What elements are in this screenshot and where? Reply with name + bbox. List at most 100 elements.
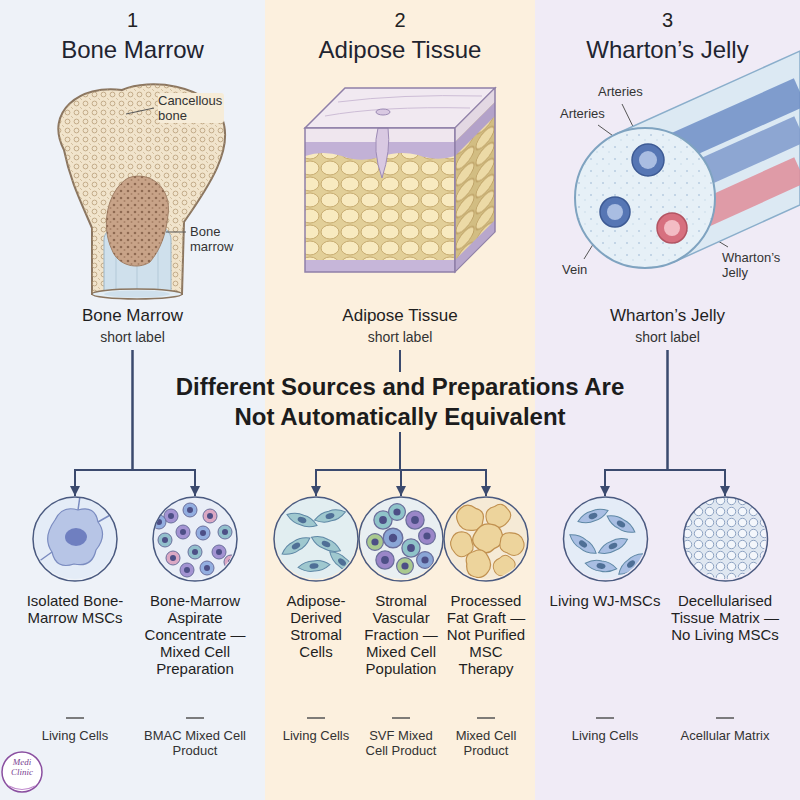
bone-figure [104,291,170,298]
umbilical-cord [576,129,714,267]
cell-art [359,496,443,580]
source-caption: Adipose Tissue [265,306,535,326]
source-panel: 2Adipose TissueAdipose Tissueshort label [265,0,535,350]
cell-art [615,550,646,578]
adipose-block [305,88,495,272]
umbilical-cord [600,197,630,227]
logo-badge [9,786,35,790]
cell-art [203,509,217,523]
cell-art [584,558,617,574]
source-heading: Wharton’s Jelly [535,36,800,64]
preparation-name: Adipose-Derived Stromal Cells [274,592,358,660]
bone-figure [58,84,225,294]
cell-art [313,507,347,525]
cell-art [402,539,420,557]
adipose-block [455,88,495,272]
cell-art [33,496,117,580]
cell-art [65,528,87,546]
divider-dash [716,717,734,719]
preparation-circle: Adipose-Derived Stromal CellsLiving Cell… [274,496,358,747]
divider-dash [66,717,84,719]
cell-art [417,552,434,569]
cell-art [389,504,406,521]
cell-art [152,496,238,580]
cell-art [376,551,394,569]
cell-art [367,534,384,551]
circle-outline [444,497,528,581]
circle-outline [548,496,663,582]
cell-art [274,496,358,580]
cell-art [683,496,767,580]
cell-art [309,533,342,556]
cell-art [196,526,210,540]
product-type: BMAC Mixed Cell Product [136,728,254,758]
preparation-name: Stromal Vascular Fraction — Mixed Cell P… [359,592,443,677]
bone-figure [106,176,168,266]
leader-line [126,108,154,114]
divider-dash [392,717,410,719]
adipose-block [455,102,495,156]
source-panel: 3Wharton’s JellyWharton’s Jellyshort lab… [535,0,800,350]
umbilical-cord [575,51,800,268]
bone-figure [106,176,168,266]
logo-badge [2,752,42,792]
cell-art [280,534,313,559]
cell-art [576,506,610,527]
part-label: Arteries [560,106,605,121]
cell-art [419,528,436,545]
umbilical-cord [632,144,664,176]
cell-art [397,558,414,575]
short-label: short label [0,329,265,346]
source-caption: Wharton’s Jelly [535,306,800,326]
short-label: short label [265,329,535,346]
adipose-block [305,128,455,272]
short-label: short label [535,329,800,346]
circle-outline [683,497,767,581]
adipose-block [455,88,495,272]
diagram-title: Different Sources and Preparations Are N… [160,372,640,432]
preparation-name: Living WJ-MSCs [548,592,663,609]
circle-outline [359,497,443,581]
cell-art [563,496,647,580]
part-label: Bone marrow [190,224,252,254]
cell-art [567,506,647,579]
cell-art [152,503,238,577]
circle-outline [16,496,134,582]
cell-art [683,496,767,580]
panel-number: 2 [265,8,535,32]
umbilical-cord [575,128,715,268]
branch-arrow [75,350,133,496]
branch-arrow [668,350,726,496]
circle-outline [668,496,783,582]
preparation-circle: Living WJ-MSCsLiving Cells [548,496,663,747]
cell-art [359,496,443,580]
product-type: Living Cells [16,728,134,743]
bone-figure [58,84,225,294]
product-type: Mixed Cell Product [443,728,529,758]
part-label: Cancellous bone [158,93,224,123]
adipose-block [305,128,455,272]
circle-outline [33,497,117,581]
circle-outline [274,496,358,582]
preparation-name: Decellularised Tissue Matrix — No Living… [668,592,783,643]
cell-art [183,503,197,517]
panel-number: 1 [0,8,265,32]
adipose-block [376,128,389,178]
cell-art [497,529,528,558]
cell-art [596,535,629,558]
preparation-circle: Decellularised Tissue Matrix — No Living… [668,496,783,747]
product-type: Living Cells [274,728,358,743]
cell-art [153,496,237,580]
source-panel: 1Bone MarrowBone Marrowshort label [0,0,265,350]
cell-art [464,548,493,579]
circle-outline [153,497,237,581]
adipose-block [338,96,482,102]
divider-dash [307,717,325,719]
cell-art [188,545,202,559]
adipose-block [455,88,495,272]
umbilical-cord [664,220,680,236]
preparation-name: Bone-Marrow Aspirate Concentrate — Mixed… [136,592,254,677]
cell-art [406,511,424,529]
